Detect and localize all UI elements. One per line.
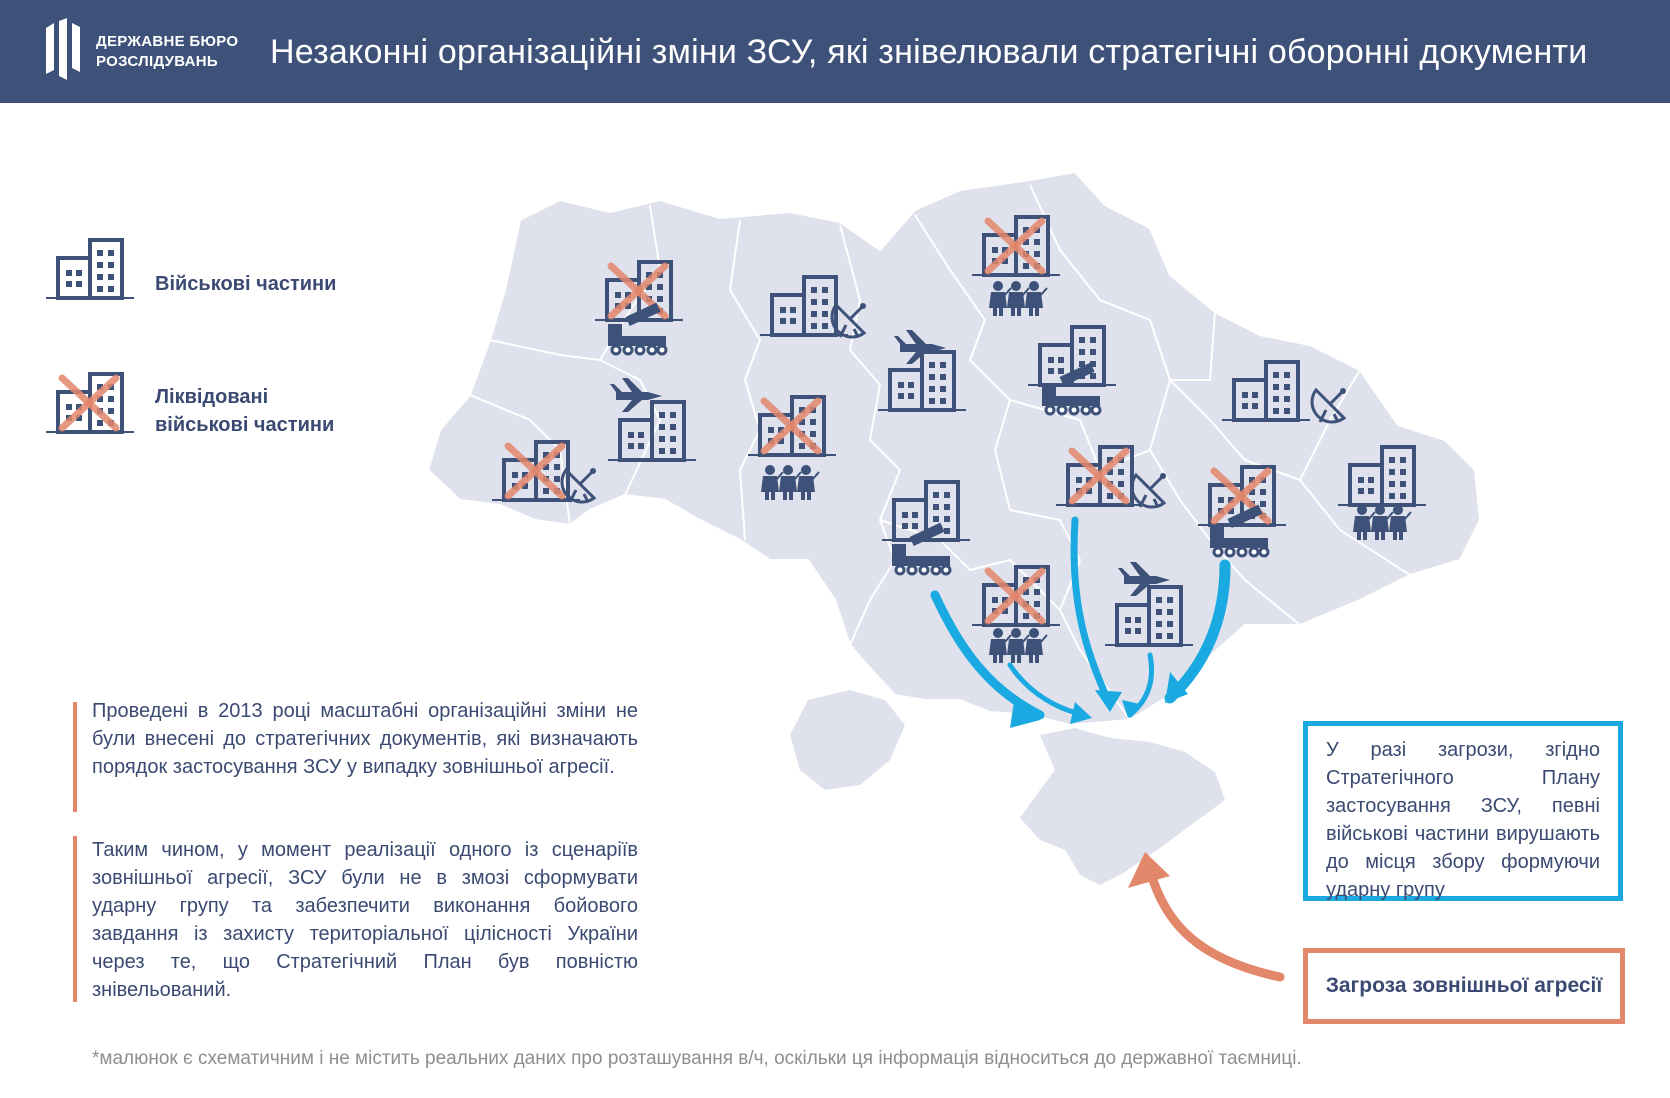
org-name-line-1: ДЕРЖАВНЕ БЮРО <box>96 33 239 50</box>
ukraine-map <box>44 170 1482 982</box>
mobilization-arrowheads <box>1010 672 1188 728</box>
legend-active-label: Військові частини <box>155 273 337 295</box>
crimea-shape <box>1020 728 1225 885</box>
threat-box: Загроза зовнішньої агресії <box>1303 948 1625 1024</box>
page-title: Незаконні організаційні зміни ЗСУ, які з… <box>270 33 1588 71</box>
dbr-logo-icon <box>46 18 80 80</box>
note-paragraph-1: Проведені в 2013 році масштабні організа… <box>92 700 638 778</box>
info-box-text: У разі загрози, згідно Стратегічного Пла… <box>1326 739 1600 901</box>
legend-liquidated-line-2: військові частини <box>155 414 335 436</box>
legend-liquidated-label: Ліквідовані військові частини <box>155 383 334 439</box>
threat-arrowhead <box>1128 852 1170 888</box>
footnote: *малюнок є схематичним і не містить реал… <box>92 1048 1302 1069</box>
org-name: ДЕРЖАВНЕ БЮРО РОЗСЛІДУВАНЬ <box>96 32 238 72</box>
odesa-strip-shape <box>790 690 905 790</box>
legend-liquidated-line-1: Ліквідовані <box>155 386 269 408</box>
mainland-shape <box>426 170 1482 727</box>
threat-box-label: Загроза зовнішньої агресії <box>1325 974 1603 997</box>
threat-arrow <box>1145 865 1285 982</box>
note-paragraph-2: Таким чином, у момент реалізації одного … <box>92 839 638 1001</box>
legend-liquidated-unit-icon <box>44 372 136 434</box>
note-1-accent-bar <box>73 702 77 812</box>
note-2-accent-bar <box>73 836 77 1002</box>
legend-unit-icon <box>44 238 136 300</box>
org-name-line-2: РОЗСЛІДУВАНЬ <box>96 53 218 70</box>
strategic-plan-info-box: У разі загрози, згідно Стратегічного Пла… <box>1303 721 1623 901</box>
header-bar: ДЕРЖАВНЕ БЮРО РОЗСЛІДУВАНЬ Незаконні орг… <box>0 0 1670 103</box>
